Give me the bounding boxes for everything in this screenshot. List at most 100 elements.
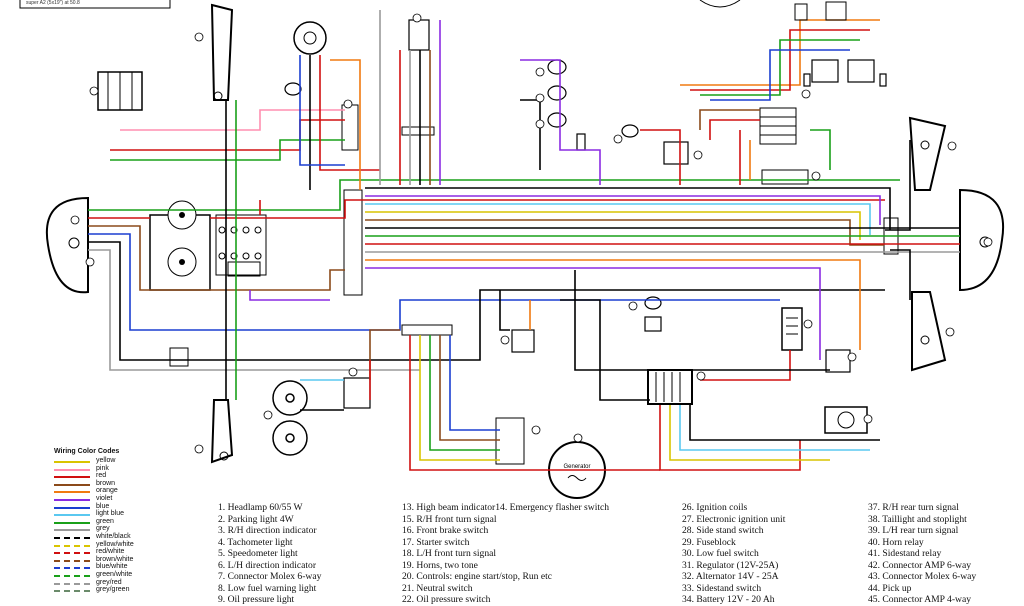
horns <box>272 380 308 456</box>
indicator-lights <box>215 214 267 276</box>
header-box <box>19 0 171 9</box>
connectors <box>169 104 899 465</box>
part-item: 4. Tachometer light <box>218 536 293 548</box>
legend-row: grey/green <box>50 586 165 595</box>
legend-row: light blue <box>50 510 165 519</box>
legend-row: red <box>50 472 165 481</box>
part-item: 21. Neutral switch <box>402 582 473 594</box>
legend-label: yellow <box>96 457 116 464</box>
part-item: 16. Front brake switch <box>402 525 489 536</box>
part-item: 33. Sidestand switch <box>682 582 762 594</box>
legend-row: grey <box>50 525 165 534</box>
legend-label: yellow/white <box>96 540 134 548</box>
part-item: 7. Connector Molex 6-way <box>218 571 322 582</box>
legend-label: blue <box>96 502 110 510</box>
legend-label: green/white <box>96 571 133 578</box>
part-item: 39. L/H rear turn signal <box>868 525 959 536</box>
part-item: 30. Low fuel switch <box>682 548 759 559</box>
legend-row: green <box>50 517 165 527</box>
legend-row: blue <box>50 502 165 512</box>
legend-swatch <box>54 491 90 494</box>
part-item: 31. Regulator (12V-25A) <box>682 559 779 571</box>
generator-label: Generator <box>563 464 590 470</box>
legend-row: white/black <box>50 533 165 542</box>
legend-label: white/black <box>96 533 131 540</box>
part-item: 8. Low fuel warning light <box>218 582 317 594</box>
legend-label: violet <box>96 495 113 502</box>
legend-label: light blue <box>96 510 125 518</box>
part-item: 15. R/H front turn signal <box>402 513 497 525</box>
rear-turn-signal-left <box>911 291 947 372</box>
wiring-harness <box>88 10 960 471</box>
legend-label: red <box>96 472 107 480</box>
legend-row: yellow <box>50 457 165 466</box>
legend-label: red/white <box>96 548 125 556</box>
legend-label: pink <box>96 464 109 472</box>
header-note: super A2 (5x19") at 50.8 <box>26 0 80 6</box>
legend-swatch <box>54 537 90 539</box>
parts-list-col3: 26. Ignition coils 27. Electronic igniti… <box>682 502 785 606</box>
legend-swatch <box>54 559 90 562</box>
part-item: 5. Speedometer light <box>218 548 298 559</box>
instrument-cluster <box>149 200 211 291</box>
taillight-right <box>959 188 1005 292</box>
battery <box>781 307 803 351</box>
fuseblock <box>759 107 797 145</box>
legend-swatch <box>54 506 90 509</box>
legend-swatch <box>54 521 90 524</box>
part-item: 3. R/H direction indicator <box>218 525 317 536</box>
legend-row: orange <box>50 487 165 496</box>
legend-swatch <box>54 499 90 501</box>
part-item: 13. High beam indicator14. Emergency fla… <box>402 502 610 513</box>
legend-swatch <box>54 567 90 570</box>
legend-swatch <box>54 461 90 463</box>
legend-row: pink <box>50 464 165 474</box>
part-item: 28. Side stand switch <box>682 525 764 536</box>
legend-row: yellow/white <box>50 540 165 550</box>
switch-bulbs <box>284 19 662 332</box>
legend-row: green/white <box>50 571 165 580</box>
part-item: 2. Parking light 4W <box>218 513 294 525</box>
headlamp-left <box>45 196 89 294</box>
legend-row: brown/white <box>50 555 165 565</box>
ignition-switch <box>293 21 327 55</box>
legend-swatch <box>54 582 90 585</box>
parts-list-col4: 37. R/H rear turn signal 38. Taillight a… <box>868 502 976 606</box>
part-item: 38. Taillight and stoplight <box>868 513 967 525</box>
front-turn-signal-right <box>210 3 234 101</box>
legend-swatch <box>54 552 90 555</box>
legend-row: red/white <box>50 548 165 557</box>
part-item: 29. Fuseblock <box>682 536 736 548</box>
legend-label: green <box>96 517 114 525</box>
legend-label: blue/white <box>96 563 128 571</box>
part-item: 20. Controls: engine start/stop, Run etc <box>402 571 553 582</box>
legend-row: grey/red <box>50 578 165 588</box>
parts-list-col1: 1. Headlamp 60/55 W 2. Parking light 4W … <box>218 502 321 606</box>
legend-label: orange <box>96 487 118 495</box>
legend-swatch <box>54 476 90 479</box>
part-item: 1. Headlamp 60/55 W <box>218 502 303 513</box>
parts-list-col2: 13. High beam indicator14. Emergency fla… <box>402 502 609 606</box>
legend-label: grey/green <box>96 586 130 594</box>
rear-turn-signal-right <box>908 116 947 191</box>
legend-swatch <box>54 514 90 517</box>
front-turn-signal-left <box>210 399 234 464</box>
part-item: 17. Starter switch <box>402 536 470 548</box>
callout-markers <box>70 13 993 454</box>
legend-row: violet <box>50 495 165 504</box>
legend-row: brown <box>50 480 165 489</box>
part-item: 41. Sidestand relay <box>868 548 942 559</box>
part-item: 27. Electronic ignition unit <box>682 513 786 525</box>
legend-swatch <box>54 468 90 471</box>
starter-motor <box>824 406 868 434</box>
part-item: 18. L/H front turn signal <box>402 548 497 559</box>
legend-title: Wiring Color Codes <box>54 448 120 455</box>
legend-swatch <box>54 483 90 486</box>
part-item: 32. Alternator 14V - 25A <box>682 571 779 582</box>
legend-label: brown/white <box>96 555 134 563</box>
legend-label: grey/red <box>96 578 122 586</box>
part-item: 44. Pick up <box>868 582 912 594</box>
legend-row: blue/white <box>50 563 165 572</box>
